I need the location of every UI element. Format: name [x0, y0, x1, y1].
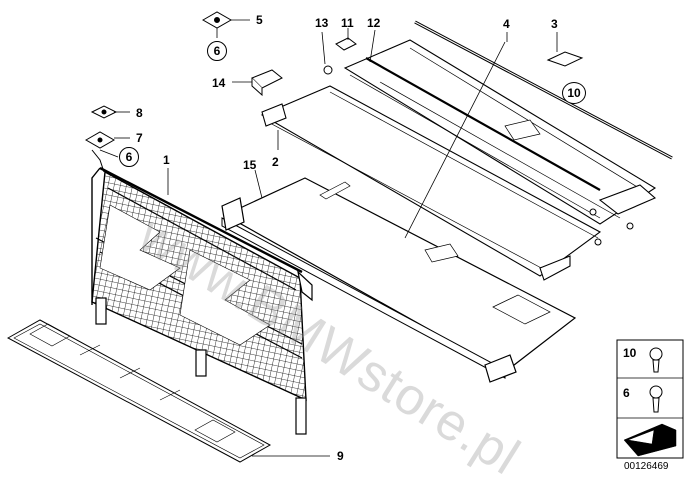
label-part-1: 1: [163, 153, 170, 167]
label-part-4: 4: [503, 17, 510, 31]
legend-label-10: 10: [623, 346, 637, 360]
label-part-10: 10: [562, 82, 586, 104]
clip-3-part: [546, 32, 584, 67]
luggage-cover-lower-part: [221, 169, 577, 383]
label-part-2: 2: [272, 155, 279, 169]
bracket-parts: [84, 105, 130, 173]
label-part-12: 12: [367, 16, 381, 30]
label-part-14: 14: [212, 76, 226, 90]
label-part-11: 11: [341, 16, 354, 30]
label-part-5: 5: [256, 13, 263, 27]
partition-net-part: [91, 166, 313, 435]
label-part-7: 7: [136, 131, 143, 145]
legend-box: [616, 339, 684, 459]
label-part-9: 9: [337, 449, 344, 463]
label-part-3: 3: [551, 17, 558, 31]
legend-label-6: 6: [623, 386, 630, 400]
rod-part: [404, 20, 673, 239]
label-part-15: 15: [243, 158, 257, 172]
document-number: 00126469: [624, 461, 669, 472]
bracket-5-part: [201, 11, 250, 38]
floor-tray-part: [6, 319, 330, 463]
small-parts-11-12-13: [321, 28, 634, 246]
label-part-13: 13: [315, 16, 329, 30]
label-part-6-top: 6: [207, 41, 227, 61]
bracket-14-part: [232, 69, 283, 97]
label-part-6-left: 6: [119, 147, 139, 167]
roller-cover-middle-part: [260, 85, 602, 281]
label-part-8: 8: [136, 106, 143, 120]
